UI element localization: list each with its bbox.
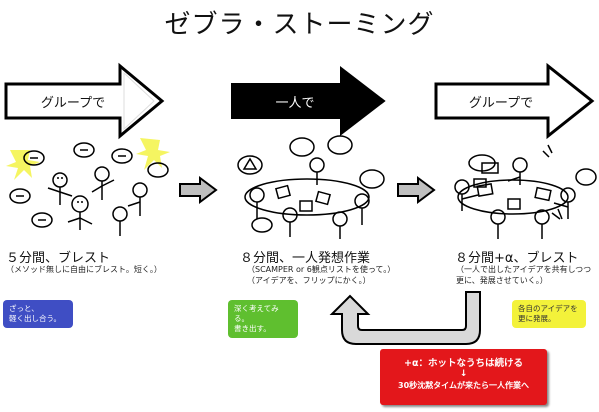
phase-arrow-2 xyxy=(231,65,386,137)
phase-label-3: グループで xyxy=(468,96,534,111)
continue-note-box: +α：ホットなうちは続ける ↓ 30秒沈黙タイムが来たら一人作業へ xyxy=(380,349,547,405)
phase-label-1: グループで xyxy=(40,96,106,111)
continue-note-arrow: ↓ xyxy=(459,369,468,379)
step-1-title: ５分間、ブレスト xyxy=(6,251,111,266)
step-arrow-2 xyxy=(397,176,436,204)
continue-note-line-1: +α：ホットなうちは続ける xyxy=(404,358,523,369)
group-brainstorm-illustration xyxy=(6,138,170,236)
step-3-note-line: 更に発展。 xyxy=(518,314,556,323)
step-1-note-line: 軽く出し合う。 xyxy=(9,314,62,323)
phase-arrow-3 xyxy=(434,62,595,140)
step-1-subtitle-line: （メソッド無しに自由にブレスト。短く。） xyxy=(6,265,162,274)
step-3-subtitle: （一人で出したアイデアを共有しつつ 更に、発展させていく。） xyxy=(456,264,591,286)
page-title: ゼブラ・ストーミング xyxy=(164,10,435,40)
step-3-title: ８分間+α、ブレスト xyxy=(455,251,579,266)
step-2-note: 深く考えてみる。 書き出す。 xyxy=(228,300,298,338)
step-2-note-line: 書き出す。 xyxy=(234,324,271,333)
group-buildup-illustration xyxy=(454,144,597,239)
step-2-subtitle: （SCAMPER or 6観点リストを使って。） （アイデアを、フリップにかく。… xyxy=(247,264,395,286)
step-1-note-line: ざっと、 xyxy=(9,304,39,313)
step-3-subtitle-line: （一人で出したアイデアを共有しつつ xyxy=(456,265,592,274)
step-1-note: ざっと、 軽く出し合う。 xyxy=(3,300,73,328)
step-2-note-line: 深く考えてみる。 xyxy=(234,304,279,323)
step-3-subtitle-line: 更に、発展させていく。） xyxy=(456,276,548,285)
continue-note-line-2: 30秒沈黙タイムが来たら一人作業へ xyxy=(398,381,529,390)
step-3-note-line: 各自のアイデアを xyxy=(518,304,578,313)
loop-back-arrow xyxy=(329,291,481,345)
step-1-subtitle: （メソッド無しに自由にブレスト。短く。） xyxy=(6,264,162,275)
phase-label-2: 一人で xyxy=(275,96,315,111)
step-2-title: ８分間、一人発想作業 xyxy=(240,251,371,266)
step-2-subtitle-line: （SCAMPER or 6観点リストを使って。） xyxy=(247,265,396,274)
step-2-subtitle-line: （アイデアを、フリップにかく。） xyxy=(247,276,371,285)
individual-work-illustration xyxy=(237,135,385,239)
phase-arrow-1 xyxy=(4,62,165,140)
step-3-note: 各自のアイデアを 更に発展。 xyxy=(512,300,586,328)
step-arrow-1 xyxy=(179,176,218,204)
